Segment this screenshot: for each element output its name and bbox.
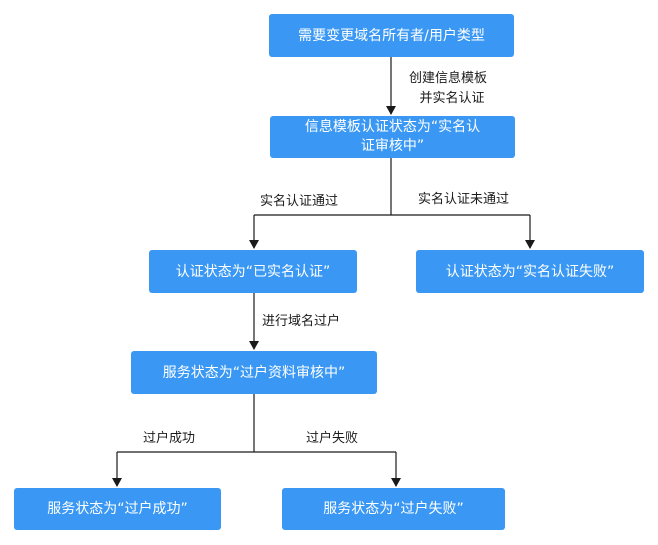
node-start-text: 需要变更域名所有者/用户类型: [298, 27, 485, 44]
edge-label-verification-not-passed: 实名认证未通过: [418, 192, 510, 207]
node-verified: 认证状态为“已实名认证”: [149, 250, 357, 293]
node-start: 需要变更域名所有者/用户类型: [269, 14, 514, 57]
node-transfer-success-text: 服务状态为“过户成功”: [47, 501, 188, 517]
node-transfer-review-text: 服务状态为“过户资料审核中”: [162, 364, 346, 381]
node-transfer-success: 服务状态为“过户成功”: [14, 488, 221, 530]
node-transfer-failed-text: 服务状态为“过户失败”: [323, 501, 464, 517]
edge-label-create-template: 创建信息模板 并实名认证: [409, 69, 487, 109]
node-template-review: 信息模板认证状态为“实名认 证审核中”: [270, 116, 515, 158]
node-transfer-review: 服务状态为“过户资料审核中”: [131, 351, 377, 394]
node-failed-verification-text: 认证状态为“实名认证失败”: [445, 263, 615, 280]
node-verified-text: 认证状态为“已实名认证”: [175, 263, 331, 280]
node-failed-verification: 认证状态为“实名认证失败”: [416, 250, 644, 293]
edge-label-transfer-success: 过户成功: [143, 431, 196, 446]
edge-label-create-template-line2: 并实名认证: [419, 91, 485, 106]
node-template-review-line1: 信息模板认证状态为“实名认: [304, 119, 481, 135]
edge-label-create-template-line1: 创建信息模板: [409, 71, 488, 86]
node-template-review-line2: 证审核中”: [360, 138, 425, 154]
edge-label-verification-passed: 实名认证通过: [260, 194, 339, 209]
node-transfer-failed: 服务状态为“过户失败”: [282, 488, 505, 530]
edge-label-do-transfer: 进行域名过户: [262, 314, 341, 329]
edge-label-transfer-failed: 过户失败: [306, 431, 359, 446]
